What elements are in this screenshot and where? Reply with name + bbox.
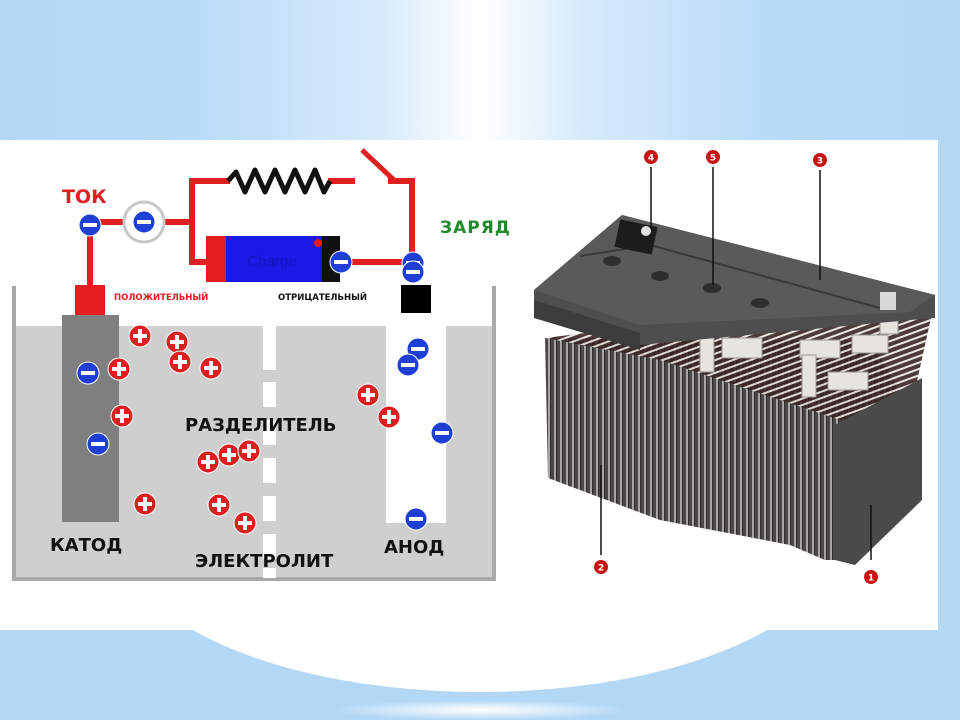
positive-ion-icon <box>107 357 131 381</box>
callout-number: 1 <box>868 574 874 584</box>
electron-icon <box>329 250 353 274</box>
electron-icon <box>78 213 102 237</box>
cathode-electrode <box>62 315 119 522</box>
battery-label: Charge <box>247 253 296 270</box>
battery-icon: Charge <box>206 236 340 282</box>
positive-ion-icon <box>165 330 189 354</box>
current-label: ТОК <box>62 186 107 208</box>
positive-ion-icon <box>110 404 134 428</box>
electron-icon <box>401 260 425 284</box>
callout-lines <box>600 167 872 560</box>
positive-ion-icon <box>377 405 401 429</box>
right-edge-strip <box>938 140 960 630</box>
battery-side-face <box>835 378 922 565</box>
callout-badge-1: 1 <box>864 570 878 584</box>
positive-ion-icon <box>233 511 257 535</box>
resistor-icon <box>226 167 333 195</box>
positive-ion-icon <box>207 493 231 517</box>
callout-badge-3: 3 <box>813 153 827 167</box>
cell-diagram: Charge ТОК ЗАРЯД ПОЛОЖИТЕЛЬНЫЙ ОТРИЦАТЕЛ… <box>12 148 511 581</box>
callout-number: 4 <box>648 154 654 164</box>
electron-icon <box>132 210 156 234</box>
positive-ion-icon <box>168 350 192 374</box>
positive-ion-icon <box>356 383 380 407</box>
callout-badge-5: 5 <box>706 150 720 164</box>
positive-terminal <box>75 285 105 315</box>
cathode-label: КАТОД <box>50 535 122 556</box>
positive-label: ПОЛОЖИТЕЛЬНЫЙ <box>114 291 208 303</box>
positive-ion-icon <box>199 356 223 380</box>
electron-icon <box>86 432 110 456</box>
separator-line <box>263 326 276 578</box>
callout-number: 5 <box>710 154 716 164</box>
electron-icon <box>430 421 454 445</box>
electron-icon <box>396 353 420 377</box>
positive-ion-icon <box>237 439 261 463</box>
separator-label: РАЗДЕЛИТЕЛЬ <box>185 415 337 436</box>
electron-icon <box>404 507 428 531</box>
electrolyte-label: ЭЛЕКТРОЛИТ <box>195 551 334 572</box>
callout-number: 3 <box>817 157 823 167</box>
positive-ion-icon <box>217 443 241 467</box>
callout-badge-2: 2 <box>594 560 608 574</box>
anode-label: АНОД <box>384 537 444 558</box>
switch-icon <box>360 148 397 183</box>
positive-ion-icon <box>128 324 152 348</box>
positive-ion-icon <box>196 450 220 474</box>
battery-lid <box>534 215 935 350</box>
callout-badge-4: 4 <box>644 150 658 164</box>
battery-cutaway: 1 2 3 4 5 <box>534 150 935 584</box>
bottom-glow <box>330 700 630 720</box>
negative-label: ОТРИЦАТЕЛЬНЫЙ <box>278 291 367 303</box>
callout-badges: 1 2 3 4 5 <box>594 150 878 584</box>
charge-label: ЗАРЯД <box>440 218 511 238</box>
particles-layer <box>76 210 454 535</box>
negative-terminal <box>401 285 431 313</box>
positive-ion-icon <box>133 492 157 516</box>
electron-icon <box>76 361 100 385</box>
callout-number: 2 <box>598 564 604 574</box>
